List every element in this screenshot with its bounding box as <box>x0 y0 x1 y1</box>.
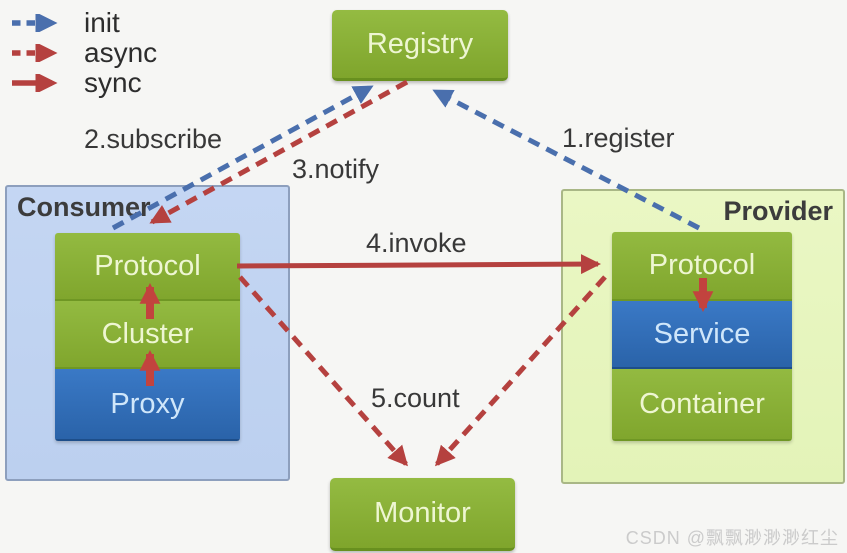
registry-node: Registry <box>332 10 508 81</box>
legend: init async sync <box>10 8 157 98</box>
consumer-proxy-node: Proxy <box>55 369 240 441</box>
consumer-title: Consumer <box>17 192 151 222</box>
legend-label-init: init <box>84 7 120 38</box>
legend-row-async: async <box>10 38 157 68</box>
subscribe-edge-label: 2.subscribe <box>84 124 223 154</box>
provider-service-label: Service <box>653 317 751 350</box>
legend-label-sync: sync <box>84 67 142 98</box>
init-dashed-arrow-icon <box>12 14 58 32</box>
provider-stack: Protocol Service Container <box>612 232 792 441</box>
provider-protocol-node: Protocol <box>612 232 792 301</box>
consumer-stack: Protocol Cluster Proxy <box>55 233 240 441</box>
monitor-node: Monitor <box>330 478 515 551</box>
provider-container-label: Container <box>639 387 765 420</box>
provider-container-node: Container <box>612 369 792 441</box>
provider-group: Provider Protocol Service Container <box>561 189 845 484</box>
count-edge-label: 5.count <box>371 383 460 413</box>
monitor-label: Monitor <box>374 496 471 529</box>
provider-title: Provider <box>723 196 833 226</box>
consumer-protocol-node: Protocol <box>55 233 240 301</box>
sync-solid-arrow-icon <box>12 74 58 92</box>
legend-label-async: async <box>84 37 158 68</box>
consumer-cluster-label: Cluster <box>101 317 194 350</box>
consumer-proxy-label: Proxy <box>110 387 185 420</box>
provider-service-node: Service <box>612 301 792 369</box>
consumer-protocol-label: Protocol <box>94 249 201 282</box>
notify-edge-label: 3.notify <box>292 154 380 184</box>
consumer-cluster-node: Cluster <box>55 301 240 369</box>
watermark: CSDN @飘飘渺渺渺红尘 <box>625 528 839 548</box>
legend-row-init: init <box>10 8 157 38</box>
provider-protocol-label: Protocol <box>648 249 756 281</box>
registry-label: Registry <box>366 27 474 60</box>
invoke-edge-label: 4.invoke <box>366 228 467 258</box>
async-dashed-arrow-icon <box>12 44 58 62</box>
register-edge-label: 1.register <box>562 123 675 153</box>
invoke-arrow <box>236 254 601 275</box>
legend-row-sync: sync <box>10 68 157 98</box>
consumer-group: Consumer Protocol Cluster Proxy <box>5 185 290 481</box>
